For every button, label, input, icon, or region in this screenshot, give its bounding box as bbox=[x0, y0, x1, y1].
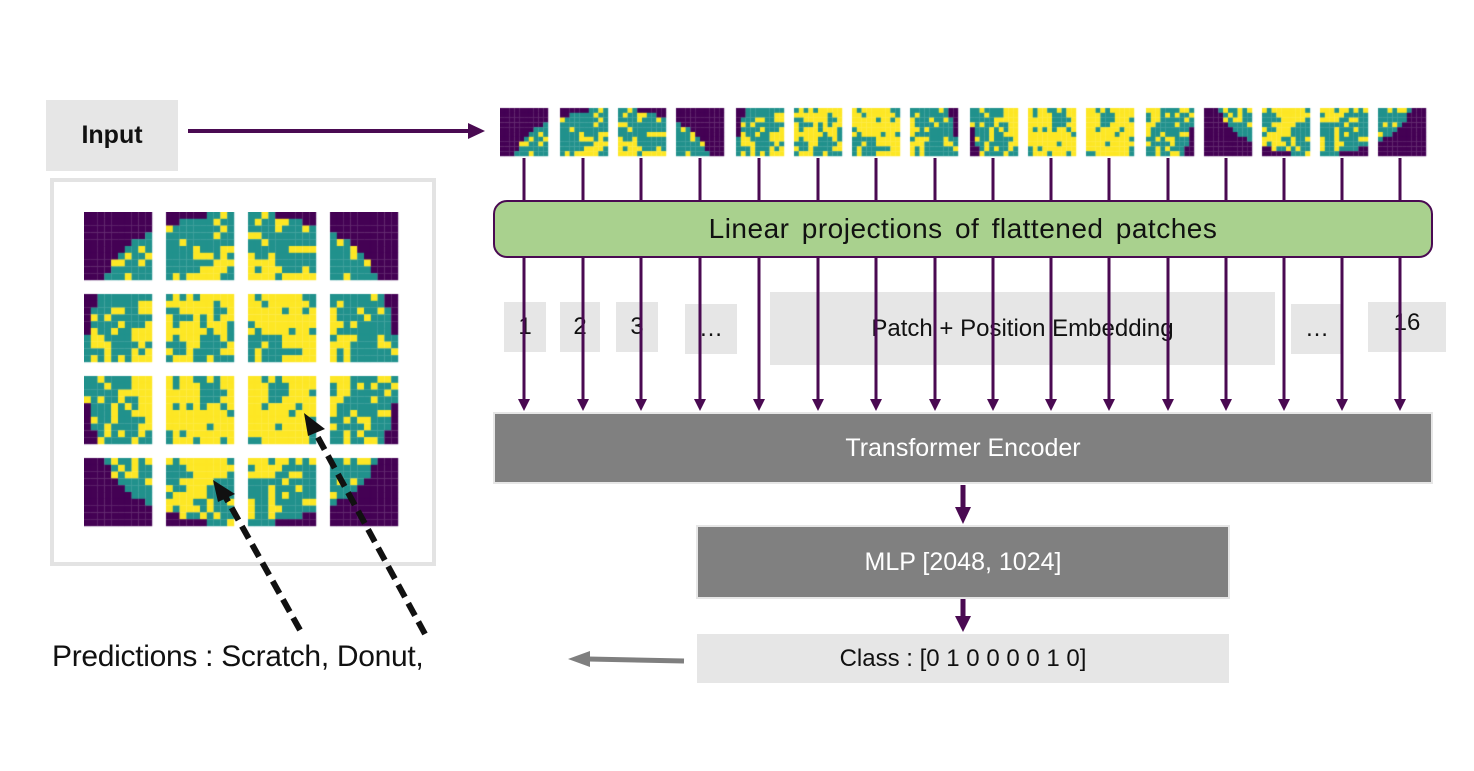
patch-16-connector bbox=[1394, 158, 1406, 411]
embedding-token-1: 1 bbox=[504, 302, 546, 352]
arrowhead-icon bbox=[812, 399, 824, 411]
patch-5-connector bbox=[753, 158, 765, 411]
patch-8-connector bbox=[929, 158, 941, 411]
arrowhead-icon bbox=[1103, 399, 1115, 411]
arrowhead-icon bbox=[518, 399, 530, 411]
wafer-map-patch-grid bbox=[84, 212, 404, 528]
patch-position-embedding-label: Patch + Position Embedding bbox=[770, 292, 1275, 365]
arrowhead-icon bbox=[987, 399, 999, 411]
embedding-token-3: 3 bbox=[616, 302, 658, 352]
arrowhead-icon bbox=[694, 399, 706, 411]
arrowhead-icon bbox=[1162, 399, 1174, 411]
arrowhead-icon bbox=[1394, 399, 1406, 411]
predictions-text: Predictions : Scratch, Donut, bbox=[52, 640, 424, 673]
patch-1-connector bbox=[518, 158, 530, 411]
arrowhead-icon bbox=[1220, 399, 1232, 411]
class-to-predictions-arrow bbox=[568, 651, 685, 667]
mlp-head-block: MLP [2048, 1024] bbox=[696, 525, 1230, 599]
linear-projection-block: Linear projections of flattened patches bbox=[493, 200, 1433, 258]
patch-7-connector bbox=[870, 158, 882, 411]
class-output-vector: Class : [0 1 0 0 0 0 1 0] bbox=[697, 634, 1229, 683]
patch-6-connector bbox=[812, 158, 824, 411]
wafer-map-frame bbox=[50, 178, 436, 566]
arrowhead-icon bbox=[1278, 399, 1290, 411]
embedding-token-2: 2 bbox=[560, 302, 600, 352]
patch-4-connector bbox=[694, 158, 706, 411]
arrowhead-icon bbox=[753, 399, 765, 411]
patch-13-connector bbox=[1220, 158, 1232, 411]
mlp-to-class-arrow bbox=[955, 599, 971, 632]
patch-15-connector bbox=[1336, 158, 1348, 411]
transformer-encoder-block: Transformer Encoder bbox=[493, 412, 1433, 484]
patch-2-connector bbox=[577, 158, 589, 411]
input-to-patches-arrow bbox=[188, 123, 485, 139]
patch-12-connector bbox=[1162, 158, 1174, 411]
arrowhead-icon bbox=[635, 399, 647, 411]
input-label: Input bbox=[46, 100, 178, 171]
patch-3-connector bbox=[635, 158, 647, 411]
arrowhead-icon bbox=[577, 399, 589, 411]
arrowhead-icon bbox=[870, 399, 882, 411]
patch-10-connector bbox=[1045, 158, 1057, 411]
flattened-patch-sequence bbox=[500, 106, 1430, 158]
patch-14-connector bbox=[1278, 158, 1290, 411]
arrowhead-icon bbox=[1336, 399, 1348, 411]
embedding-token-16: 16 bbox=[1368, 302, 1446, 352]
arrowhead-icon bbox=[929, 399, 941, 411]
patch-9-connector bbox=[987, 158, 999, 411]
encoder-to-mlp-arrow bbox=[955, 485, 971, 524]
arrowhead-icon bbox=[1045, 399, 1057, 411]
embedding-token-ellipsis-left: … bbox=[685, 304, 737, 354]
embedding-token-ellipsis-right: … bbox=[1291, 304, 1343, 354]
patch-11-connector bbox=[1103, 158, 1115, 411]
